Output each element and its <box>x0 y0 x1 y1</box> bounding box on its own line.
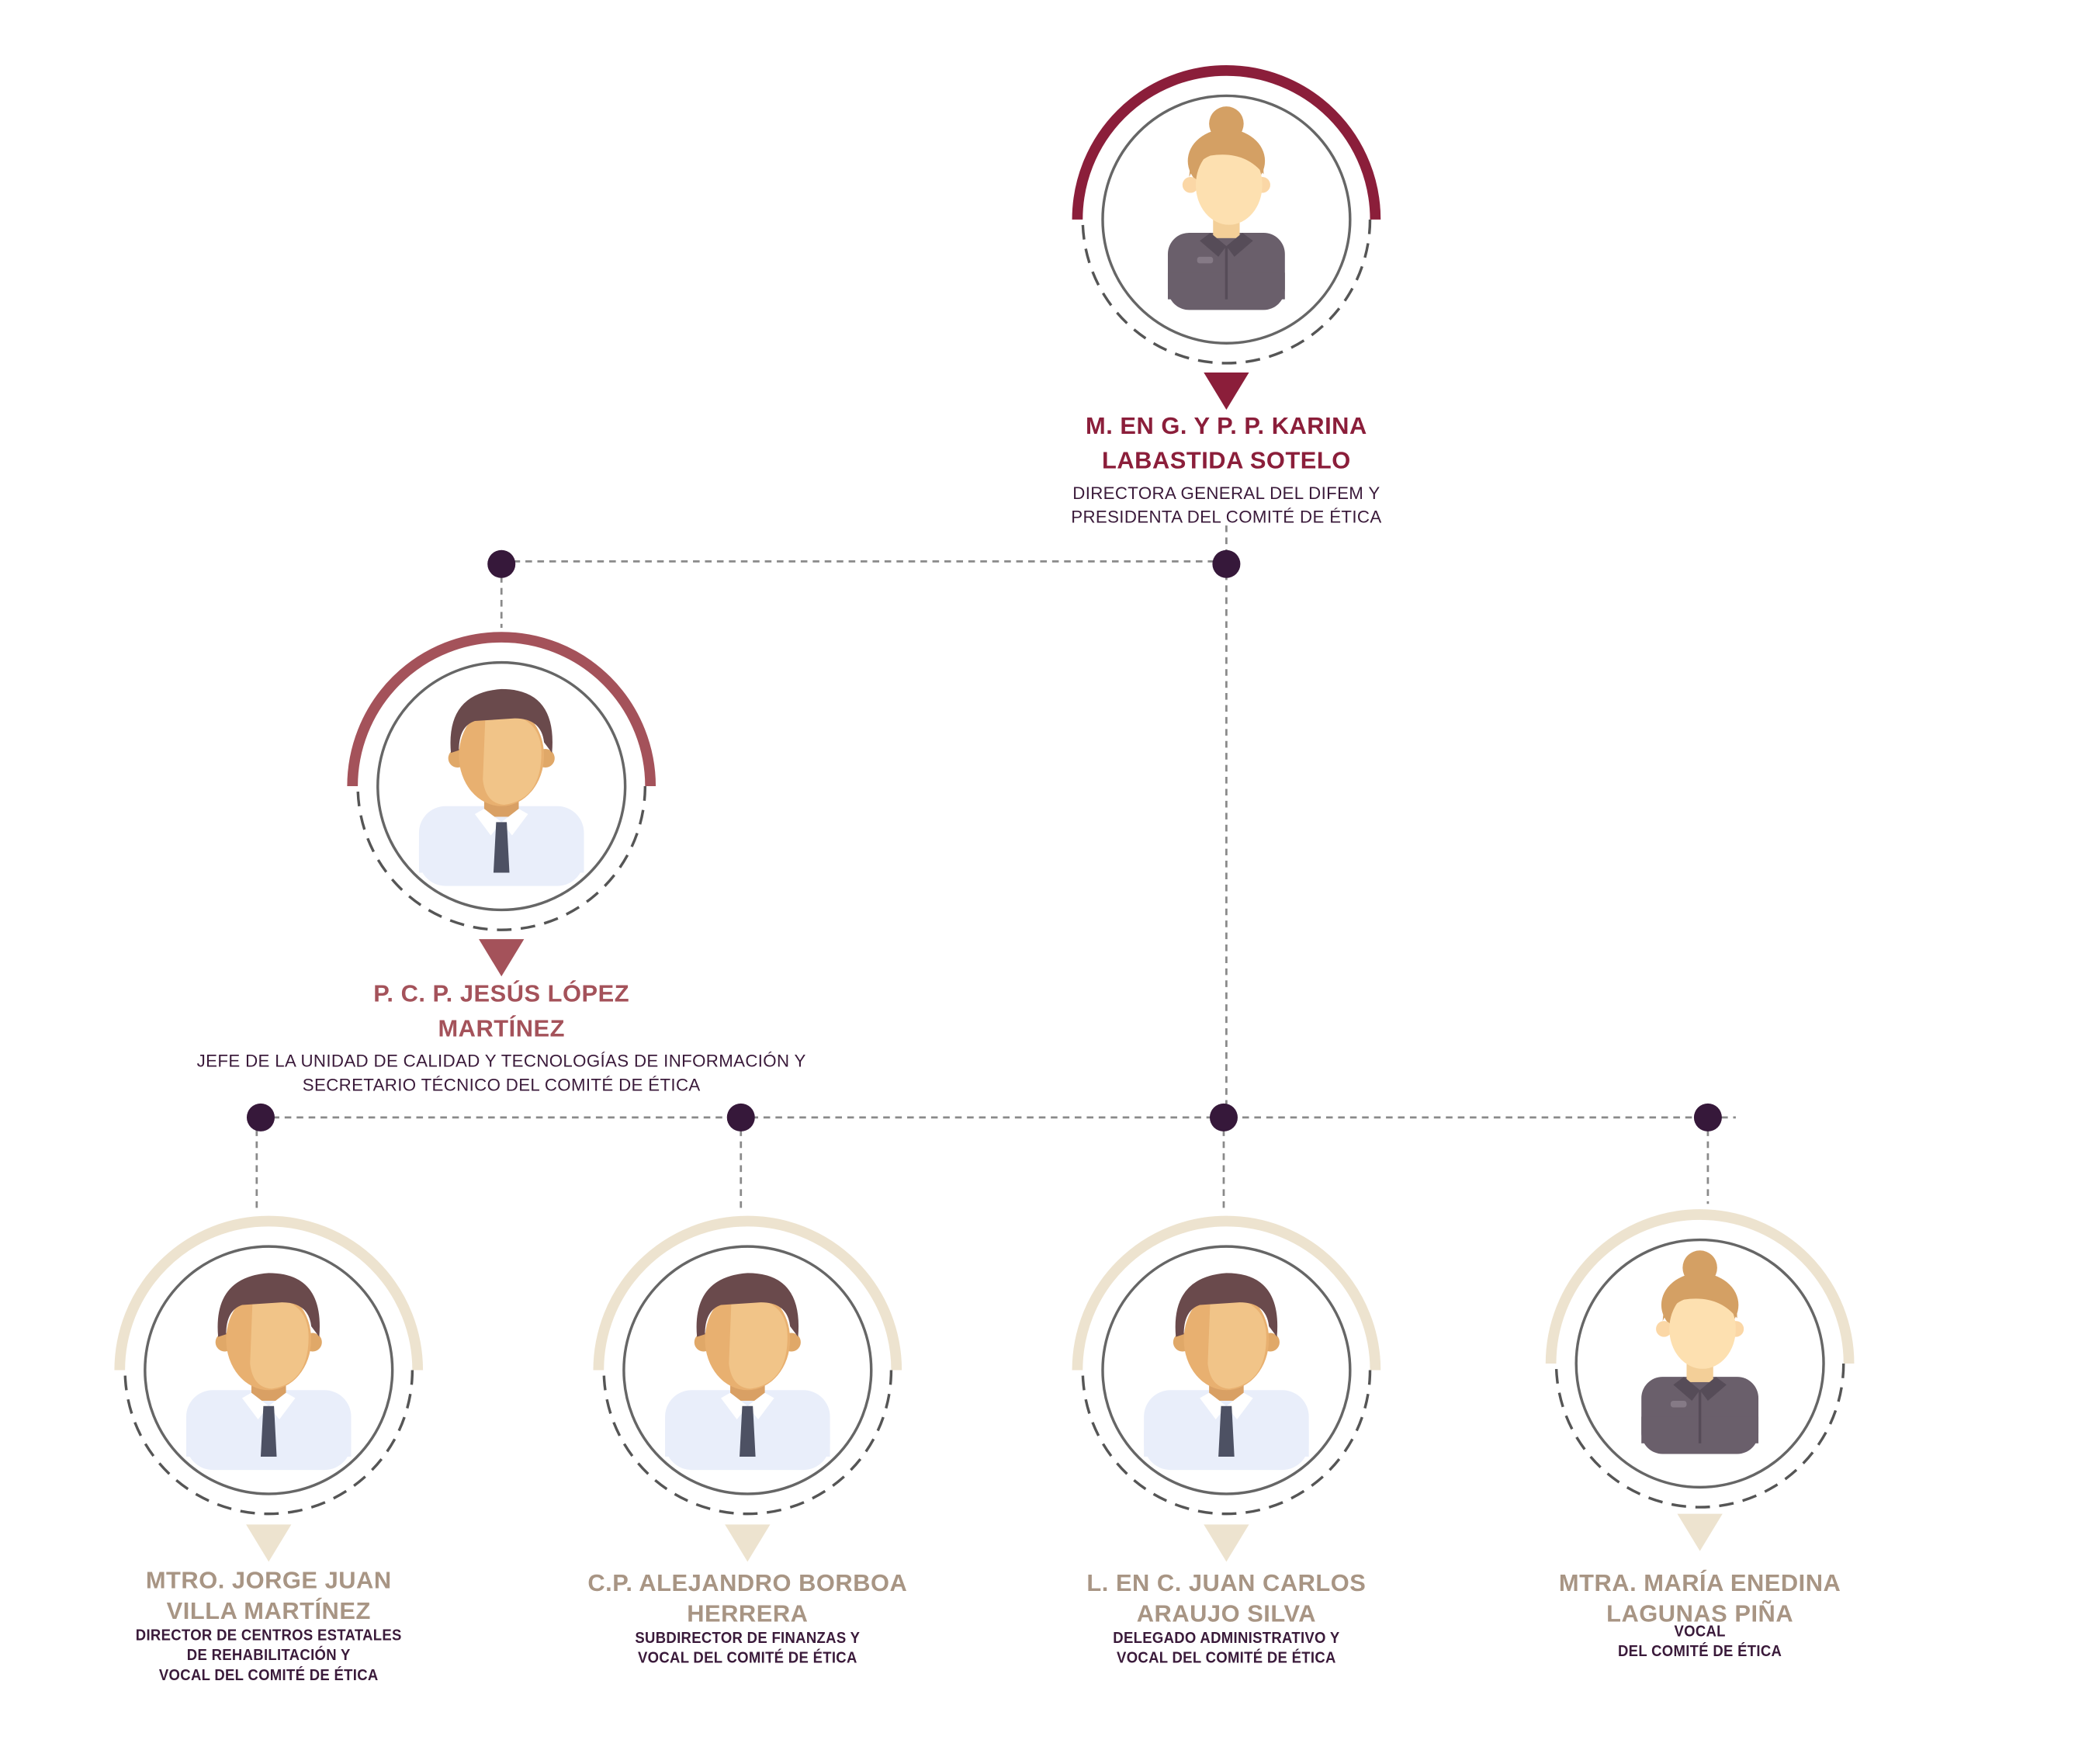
member-role: VOCAL <box>1674 1621 1726 1641</box>
pointer-triangle-icon <box>246 1524 292 1562</box>
member-role: DIRECTORA GENERAL DEL DIFEM Y <box>1072 483 1380 503</box>
connector-dot <box>246 1103 275 1132</box>
accent-arc <box>1072 65 1381 220</box>
member-name: MTRO. JORGE JUAN <box>145 1567 392 1594</box>
connector-lines <box>255 525 1736 1214</box>
member-name: LAGUNAS PIÑA <box>1606 1600 1794 1627</box>
member-role: SUBDIRECTOR DE FINANZAS Y <box>635 1628 861 1648</box>
member-name: VILLA MARTÍNEZ <box>166 1597 371 1624</box>
member-name: HERRERA <box>687 1600 809 1627</box>
member-name: P. C. P. JESÚS LÓPEZ <box>373 980 630 1007</box>
pointer-triangle-icon <box>479 939 525 977</box>
pointer-triangle-icon <box>725 1524 771 1562</box>
accent-arc <box>1072 1215 1381 1371</box>
member-role: VOCAL DEL COMITÉ DE ÉTICA <box>158 1665 379 1685</box>
member-nodes <box>114 65 1855 1562</box>
member-name: MTRA. MARÍA ENEDINA <box>1558 1569 1841 1596</box>
member-node-vocal <box>1072 1215 1381 1562</box>
member-name: ARAUJO SILVA <box>1136 1600 1317 1627</box>
accent-arc <box>593 1215 902 1371</box>
member-node-vocal <box>114 1215 424 1562</box>
member-node-secretary <box>347 632 656 977</box>
dashed-arc <box>1081 219 1372 365</box>
accent-arc <box>347 632 656 787</box>
pointer-triangle-icon <box>1204 372 1249 410</box>
member-node-vocal <box>1545 1209 1855 1551</box>
member-role: DELEGADO ADMINISTRATIVO Y <box>1113 1628 1340 1648</box>
accent-arc <box>114 1215 424 1371</box>
connector-dots <box>246 549 1722 1132</box>
member-node-director <box>1072 65 1381 410</box>
member-role: VOCAL DEL COMITÉ DE ÉTICA <box>637 1648 857 1667</box>
pointer-triangle-icon <box>1677 1513 1723 1551</box>
dashed-arc <box>1554 1363 1845 1509</box>
connector-dot <box>1693 1103 1722 1132</box>
member-node-vocal <box>593 1215 902 1562</box>
member-role: PRESIDENTA DEL COMITÉ DE ÉTICA <box>1071 507 1382 527</box>
member-role: DIRECTOR DE CENTROS ESTATALES <box>135 1625 402 1644</box>
dashed-arc <box>123 1370 414 1516</box>
member-role: SECRETARIO TÉCNICO DEL COMITÉ DE ÉTICA <box>302 1074 701 1095</box>
member-role: DE REHABILITACIÓN Y <box>186 1645 351 1665</box>
connector-dot <box>726 1103 755 1132</box>
accent-arc <box>1545 1209 1855 1364</box>
member-name: L. EN C. JUAN CARLOS <box>1086 1569 1367 1596</box>
member-name: LABASTIDA SOTELO <box>1102 446 1351 474</box>
dashed-arc <box>602 1370 893 1516</box>
member-role: VOCAL DEL COMITÉ DE ÉTICA <box>1117 1648 1336 1667</box>
member-role: DEL COMITÉ DE ÉTICA <box>1618 1641 1782 1661</box>
pointer-triangle-icon <box>1204 1524 1249 1562</box>
connector-dot <box>1209 1103 1238 1132</box>
dashed-arc <box>1081 1370 1372 1516</box>
connector-dot <box>487 549 516 578</box>
member-name: M. EN G. Y P. P. KARINA <box>1086 412 1367 439</box>
connector-dot <box>1212 549 1241 578</box>
member-name: MARTÍNEZ <box>438 1014 565 1042</box>
member-role: JEFE DE LA UNIDAD DE CALIDAD Y TECNOLOGÍ… <box>196 1051 806 1071</box>
dashed-arc <box>356 786 647 931</box>
member-name: C.P. ALEJANDRO BORBOA <box>587 1569 908 1596</box>
